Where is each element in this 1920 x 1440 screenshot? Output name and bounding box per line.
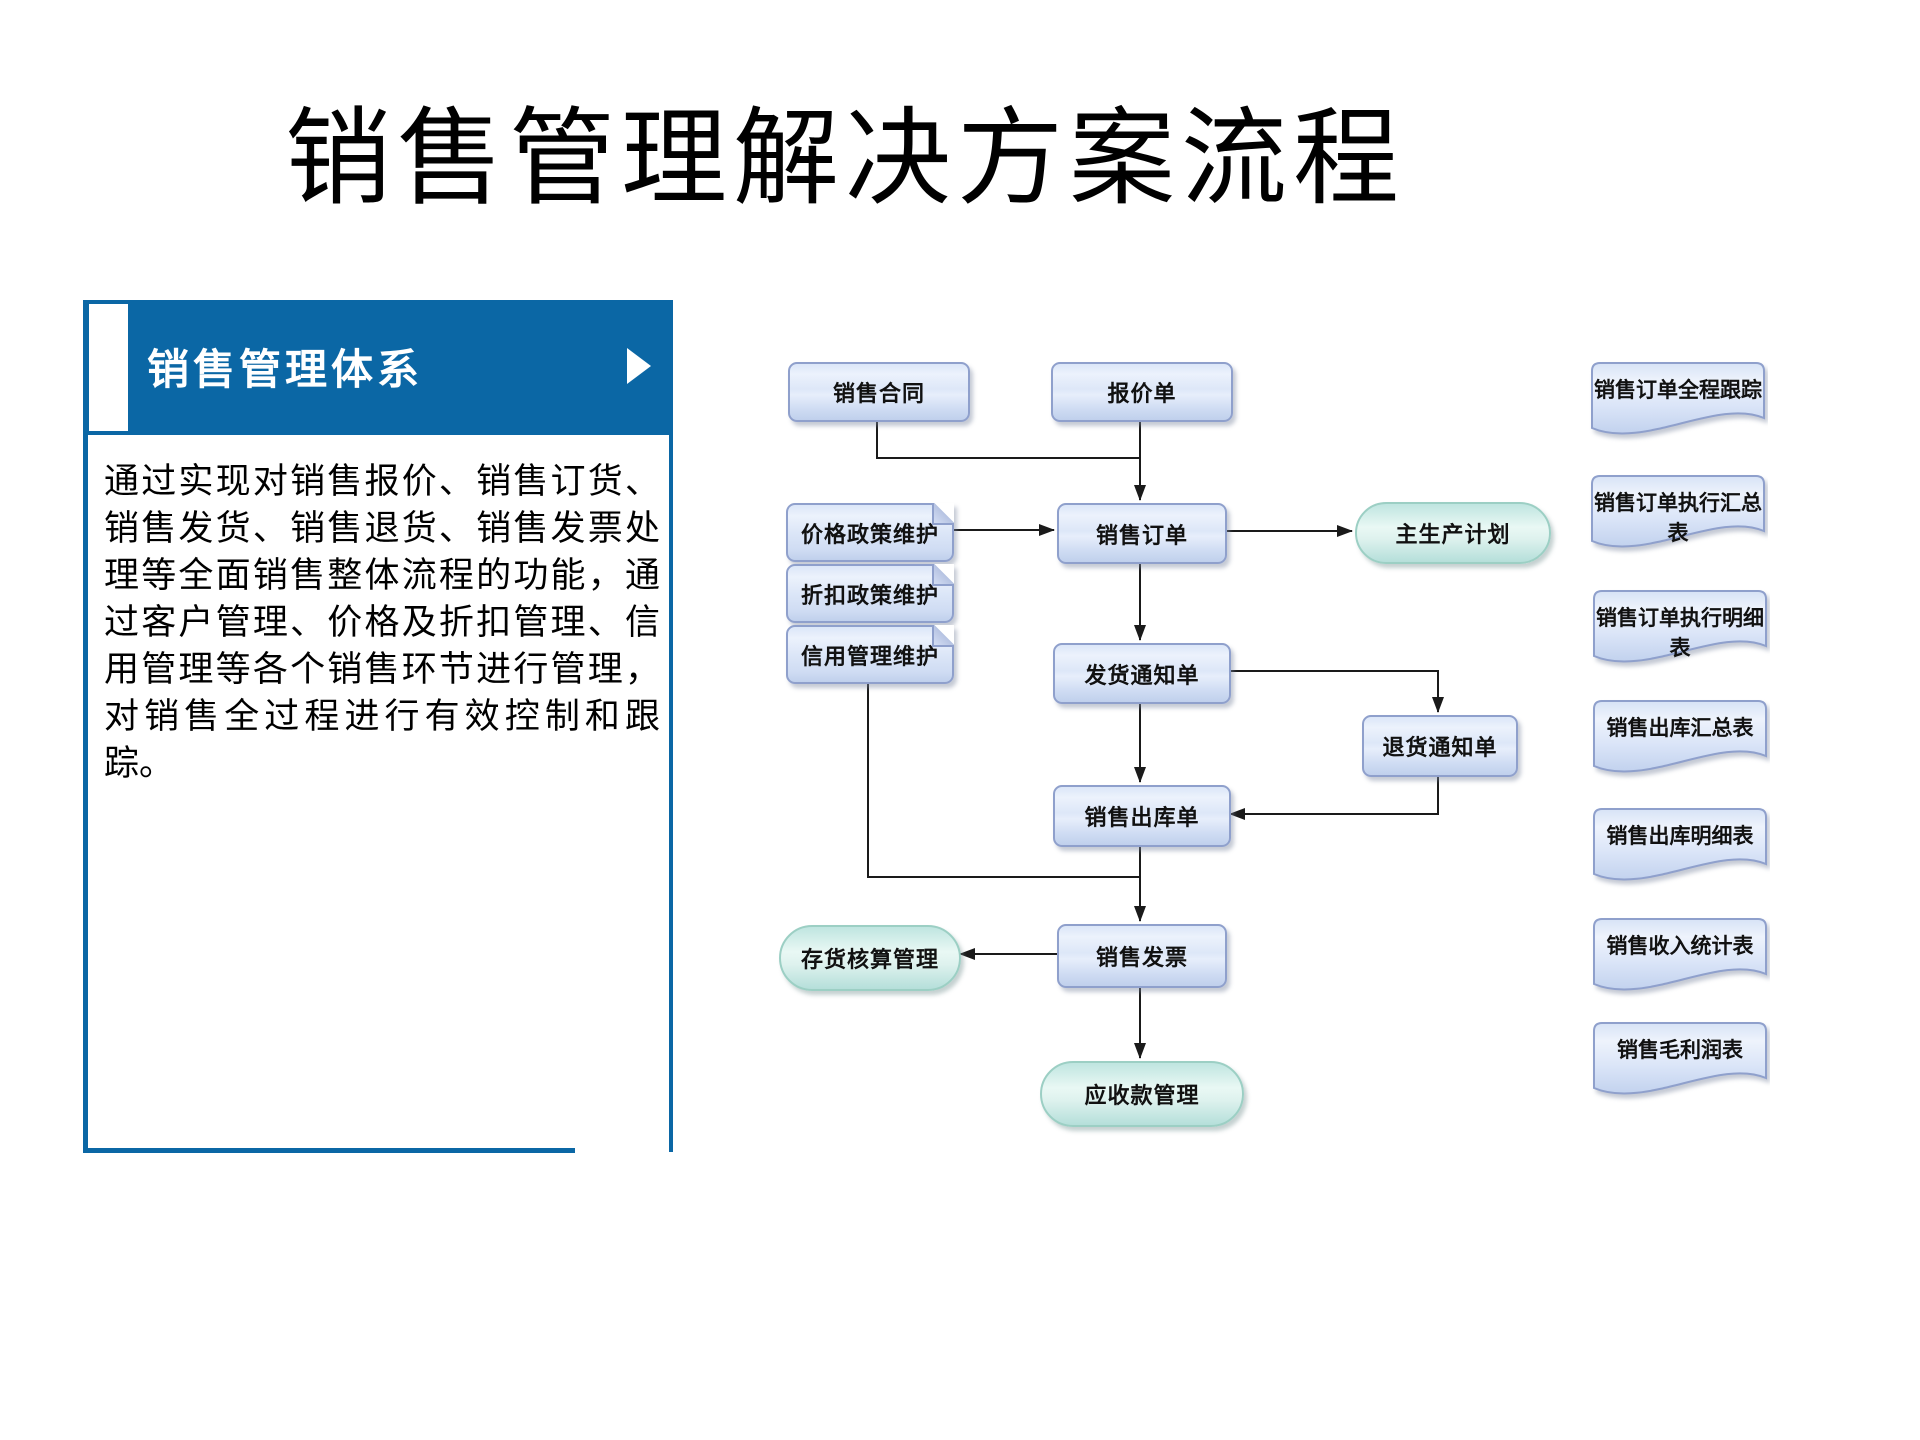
report-doc: 销售订单执行明细表 <box>1590 588 1770 680</box>
node-sales-contract: 销售合同 <box>788 362 970 422</box>
report-doc-label: 销售出库汇总表 <box>1606 717 1754 740</box>
sidebar-bottom-border <box>83 1148 575 1153</box>
report-doc-label: 销售订单全程跟踪 <box>1594 379 1762 402</box>
node-inventory-accounting: 存货核算管理 <box>779 925 961 991</box>
sidebar-body-text: 通过实现对销售报价、销售订货、销售发货、销售退货、销售发票处理等全面销售整体流程… <box>104 462 660 783</box>
sidebar-left-border <box>83 300 88 1152</box>
report-doc: 销售订单全程跟踪 <box>1588 360 1768 452</box>
node-discount-policy: 折扣政策维护 <box>786 564 954 623</box>
report-doc: 销售毛利润表 <box>1590 1020 1770 1112</box>
node-credit-management: 信用管理维护 <box>786 625 954 684</box>
sidebar-right-border <box>669 435 673 1152</box>
node-sales-invoice: 销售发票 <box>1057 924 1227 988</box>
node-delivery-notice: 发货通知单 <box>1053 643 1231 704</box>
node-quotation: 报价单 <box>1051 362 1233 422</box>
node-receivables-management: 应收款管理 <box>1040 1061 1244 1127</box>
node-sales-outbound: 销售出库单 <box>1053 785 1231 847</box>
report-doc: 销售收入统计表 <box>1590 916 1770 1008</box>
arrow-right-icon <box>627 348 651 384</box>
node-master-production-plan: 主生产计划 <box>1355 502 1551 564</box>
sidebar-header: 销售管理体系 <box>85 300 673 435</box>
node-sales-order: 销售订单 <box>1057 503 1227 564</box>
report-doc-label: 销售出库明细表 <box>1606 825 1754 848</box>
report-doc-label: 销售订单执行明细表 <box>1596 607 1764 660</box>
report-doc-label: 销售毛利润表 <box>1617 1039 1743 1062</box>
slide-title: 销售管理解决方案流程 <box>285 101 1405 218</box>
report-doc: 销售订单执行汇总表 <box>1588 473 1768 565</box>
report-doc-label: 销售收入统计表 <box>1606 935 1754 958</box>
report-doc: 销售出库明细表 <box>1590 806 1770 898</box>
report-doc-label: 销售订单执行汇总表 <box>1594 492 1762 545</box>
sidebar-header-title: 销售管理体系 <box>147 348 424 394</box>
node-price-policy: 价格政策维护 <box>786 503 954 562</box>
report-doc: 销售出库汇总表 <box>1590 698 1770 790</box>
node-return-notice: 退货通知单 <box>1362 715 1518 777</box>
sidebar-header-accent-block <box>89 304 128 431</box>
